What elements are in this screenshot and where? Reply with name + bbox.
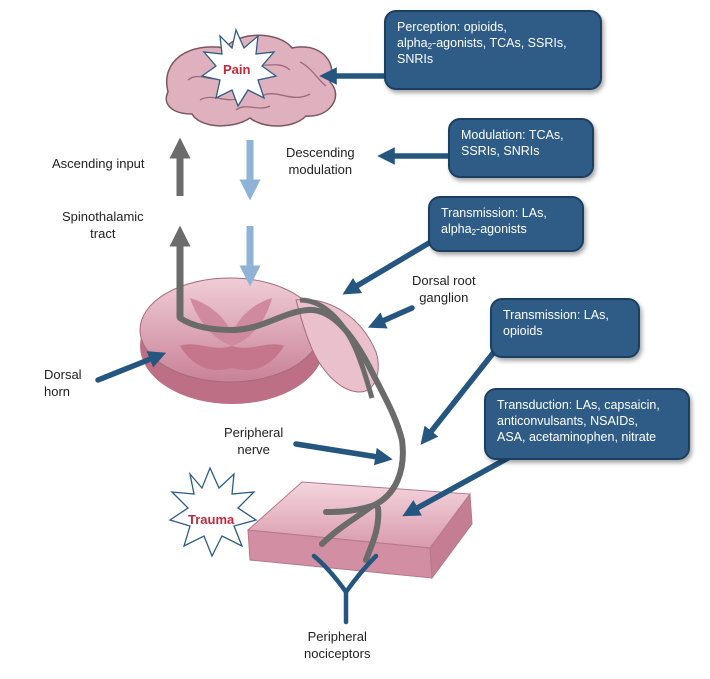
label-peripheral-nerve: Peripheral nerve [224, 425, 284, 457]
label-ascending-input: Ascending input [52, 156, 145, 171]
box-transduction: Transduction: LAs, capsaicin, anticonvul… [484, 388, 690, 460]
box-transmission-2: Transmission: LAs, opioids [490, 298, 640, 358]
label-spinothalamic-tract: Spinothalamic tract [62, 209, 144, 241]
arrow-transduction [402, 455, 511, 517]
arrow-dorsal-horn [95, 351, 167, 383]
label-dorsal-horn: Dorsal horn [44, 367, 82, 399]
label-dorsal-root-ganglion: Dorsal root ganglion [412, 273, 476, 305]
arrow-transmission-1 [342, 237, 437, 295]
label-peripheral-nociceptors: Peripheral nociceptors [304, 629, 371, 661]
trauma-label: Trauma [188, 512, 235, 527]
spinal-cord-illustration [139, 277, 379, 404]
box-transmission-1: Transmission: LAs, alpha2-agonists [428, 196, 584, 252]
pain-starburst-icon [200, 27, 278, 108]
arrow-dorsal-root [367, 305, 415, 329]
arrow-peripheral-nerve [293, 441, 393, 466]
arrow-transmission-2 [420, 349, 497, 445]
box-perception: Perception: opioids, alpha2-agonists, TC… [384, 10, 602, 90]
box-modulation: Modulation: TCAs, SSRIs, SNRIs [448, 118, 594, 178]
pain-label: Pain [223, 62, 251, 77]
nociceptor-fork-icon [311, 553, 379, 625]
label-descending-modulation: Descending modulation [286, 145, 355, 177]
trauma-starburst-icon [168, 466, 258, 558]
